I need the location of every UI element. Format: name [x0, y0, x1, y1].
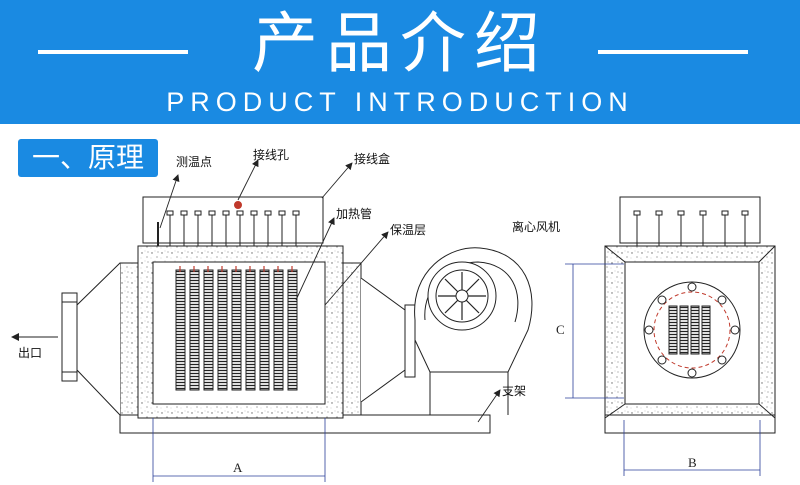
header-banner: 产品介绍 PRODUCT INTRODUCTION [0, 0, 800, 124]
dimension-label-c: C [556, 322, 565, 337]
side-view [565, 196, 776, 476]
side-terminals [633, 210, 749, 246]
wiring-hole-dot [234, 201, 242, 209]
right-side-panel [342, 262, 362, 416]
dimension-label-a: A [233, 460, 243, 475]
left-side-panel [119, 262, 139, 416]
front-view [11, 159, 533, 482]
label-outlet: 出口 [18, 346, 43, 360]
label-insulation: 保温层 [390, 223, 427, 237]
fan-flange [404, 304, 416, 378]
side-base [604, 414, 776, 434]
dimension-b [623, 420, 761, 476]
label-heating-tube: 加热管 [336, 207, 373, 221]
page-subtitle: PRODUCT INTRODUCTION [166, 87, 634, 117]
leader-lines [159, 159, 501, 423]
title-right-rule [598, 50, 748, 54]
label-measure-point: 测温点 [176, 155, 213, 169]
flange-bolts [644, 282, 740, 378]
section-tag: 一、原理 [18, 139, 158, 177]
inlet-transition [360, 277, 406, 403]
label-junction-box: 接线盒 [354, 152, 391, 166]
outlet-flange [61, 292, 78, 382]
dimension-c [565, 263, 624, 399]
dimension-a [152, 418, 326, 482]
page-title: 产品介绍 [252, 5, 548, 82]
junction-box [142, 196, 324, 244]
outlet-transition [76, 262, 121, 416]
label-bracket: 支架 [502, 384, 527, 398]
terminal-pins [157, 210, 300, 246]
label-wiring-hole: 接线孔 [253, 148, 290, 162]
title-left-rule [38, 50, 188, 54]
side-junction-box [619, 196, 761, 244]
dimension-label-b: B [688, 455, 697, 470]
label-fan: 离心风机 [512, 220, 561, 234]
side-coils [668, 305, 711, 355]
heating-tubes [175, 269, 298, 391]
